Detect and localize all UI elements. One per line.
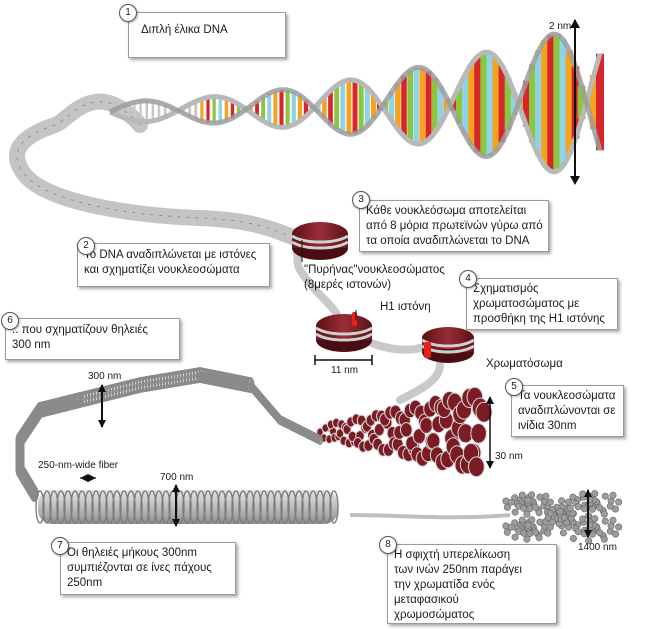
step-4-line-1: Σχηματισμός xyxy=(473,283,539,295)
step-7-box: Οι θηλειές μήκους 300nm συμπιέζονται σε … xyxy=(60,542,236,595)
step-8-box: Η σφιχτή υπερελίκωση των ινών 250nm παρά… xyxy=(387,544,557,624)
step-2-line-1: Το DNA αναδιπλώνεται με ιστόνες xyxy=(84,249,257,261)
step-4-box: Σχηματισμός χρωματοσώματος με προσθήκη τ… xyxy=(466,278,618,330)
fiber-nucleosome xyxy=(373,423,385,437)
300nm-loop-coil xyxy=(15,367,323,502)
step-6-box: .. που σχηματίζουν θηλειές 300 nm xyxy=(5,318,180,360)
nucleosome-core-label-line-2: (8μερές ιστονών) xyxy=(304,279,392,291)
nucleosome-width-label: 11 nm xyxy=(331,365,359,376)
step-6-line-1: .. που σχηματίζουν θηλειές xyxy=(12,324,148,336)
step-2-box: Το DNA αναδιπλώνεται με ιστόνες και σχημ… xyxy=(77,243,270,287)
step-5-box: Τα νουκλεοσώματα αναδιπλώνονται σε ινίδι… xyxy=(511,385,624,437)
fiber-nucleosome xyxy=(475,401,493,423)
step-1-badge: 1 xyxy=(119,4,137,22)
fiber-nucleosome xyxy=(412,428,426,445)
step-4-line-2: χρωματοσώματος με xyxy=(473,298,580,310)
step-1-text: Διπλή έλικα DNA xyxy=(141,24,228,36)
step-3-badge: 3 xyxy=(352,191,370,209)
step-5-badge: 5 xyxy=(505,378,523,396)
300nm-label: 300 nm xyxy=(88,371,122,382)
step-8-line-2: των ινών 250nm παράγει xyxy=(394,564,522,576)
step-7-line-1: Οι θηλειές μήκους 300nm xyxy=(67,547,197,559)
step-8-line-3: την χρωματίδα ενός xyxy=(394,579,495,591)
step-5-line-1: Τα νουκλεοσώματα xyxy=(518,390,616,402)
nucleosome-core xyxy=(291,222,349,260)
dna-width-label: 2 nm xyxy=(549,21,572,32)
step-3-line-2: από 8 μόρια πρωτεϊνών γύρω από xyxy=(366,220,543,232)
step-3-line-3: τα οποία αναδιπλώνεται το DNA xyxy=(366,235,530,247)
metaphase-chromatid xyxy=(502,490,623,545)
h1-histone-label: H1 ιστόνη xyxy=(380,301,431,313)
nucleosome-core-label: "Πυρήνας"νουκλεοσώματος (8μερές ιστονών) xyxy=(304,263,445,293)
nucleosome-with-h1 xyxy=(315,312,373,352)
step-6-badge: 6 xyxy=(1,312,19,330)
dna-double-helix xyxy=(9,31,604,246)
30nm-label: 30 nm xyxy=(495,451,523,462)
fiber-nucleosome xyxy=(400,422,413,438)
30nm-measure xyxy=(486,396,494,469)
fiber-nucleosome xyxy=(419,417,434,434)
step-8-line-5: χρωμοσώματος xyxy=(394,609,475,621)
300nm-measure xyxy=(98,384,106,428)
step-7-line-2: συμπιέζονται σε ίνες πάχους xyxy=(67,562,212,574)
250nm-fiber xyxy=(35,490,339,524)
step-3-line-1: Κάθε νουκλεόσωμα αποτελείται xyxy=(366,205,527,217)
step-3-box: Κάθε νουκλεόσωμα αποτελείται από 8 μόρια… xyxy=(359,200,549,252)
step-8-line-4: μεταφασικού xyxy=(394,594,459,606)
chromatosome-label: Χρωματόσωμα xyxy=(486,358,563,370)
nucleosome-width-measure xyxy=(314,355,373,365)
700nm-label: 700 nm xyxy=(160,472,194,483)
step-7-line-3: 250nm xyxy=(67,577,103,589)
step-4-line-3: προσθήκη της H1 ιστόνης xyxy=(473,313,605,325)
step-8-line-1: Η σφιχτή υπερελίκωση xyxy=(394,549,511,561)
step-7-badge: 7 xyxy=(51,537,69,555)
nucleosome-core-label-line-1: "Πυρήνας"νουκλεοσώματος xyxy=(304,264,445,276)
250nm-measure xyxy=(80,474,96,482)
250nm-fiber-label: 250-nm-wide fiber xyxy=(38,460,119,471)
h1-histone-on-chromatosome xyxy=(424,342,431,358)
1400nm-measure xyxy=(584,489,592,538)
step-2-badge: 2 xyxy=(77,237,95,255)
fiber-nucleosome xyxy=(470,423,487,444)
step-4-badge: 4 xyxy=(459,270,477,288)
step-5-line-3: ινίδια 30nm xyxy=(518,420,577,432)
step-5-line-2: αναδιπλώνονται σε xyxy=(518,405,616,417)
callout-leaders xyxy=(301,240,357,320)
linker-dna xyxy=(291,234,424,354)
dna-backbone-strand-b xyxy=(108,31,603,160)
1400nm-label: 1400 nm xyxy=(578,542,617,553)
step-1-box: Διπλή έλικα DNA xyxy=(128,12,286,58)
fiber-nucleosome xyxy=(468,456,485,478)
step-2-line-2: και σχηματίζει νουκλεοσώματα xyxy=(84,264,240,276)
30nm-fiber xyxy=(316,386,493,478)
step-6-line-2: 300 nm xyxy=(12,339,51,351)
dna-width-measure xyxy=(570,19,580,185)
step-8-badge: 8 xyxy=(379,536,397,554)
chromatosome xyxy=(421,327,475,363)
700nm-measure xyxy=(172,484,180,527)
